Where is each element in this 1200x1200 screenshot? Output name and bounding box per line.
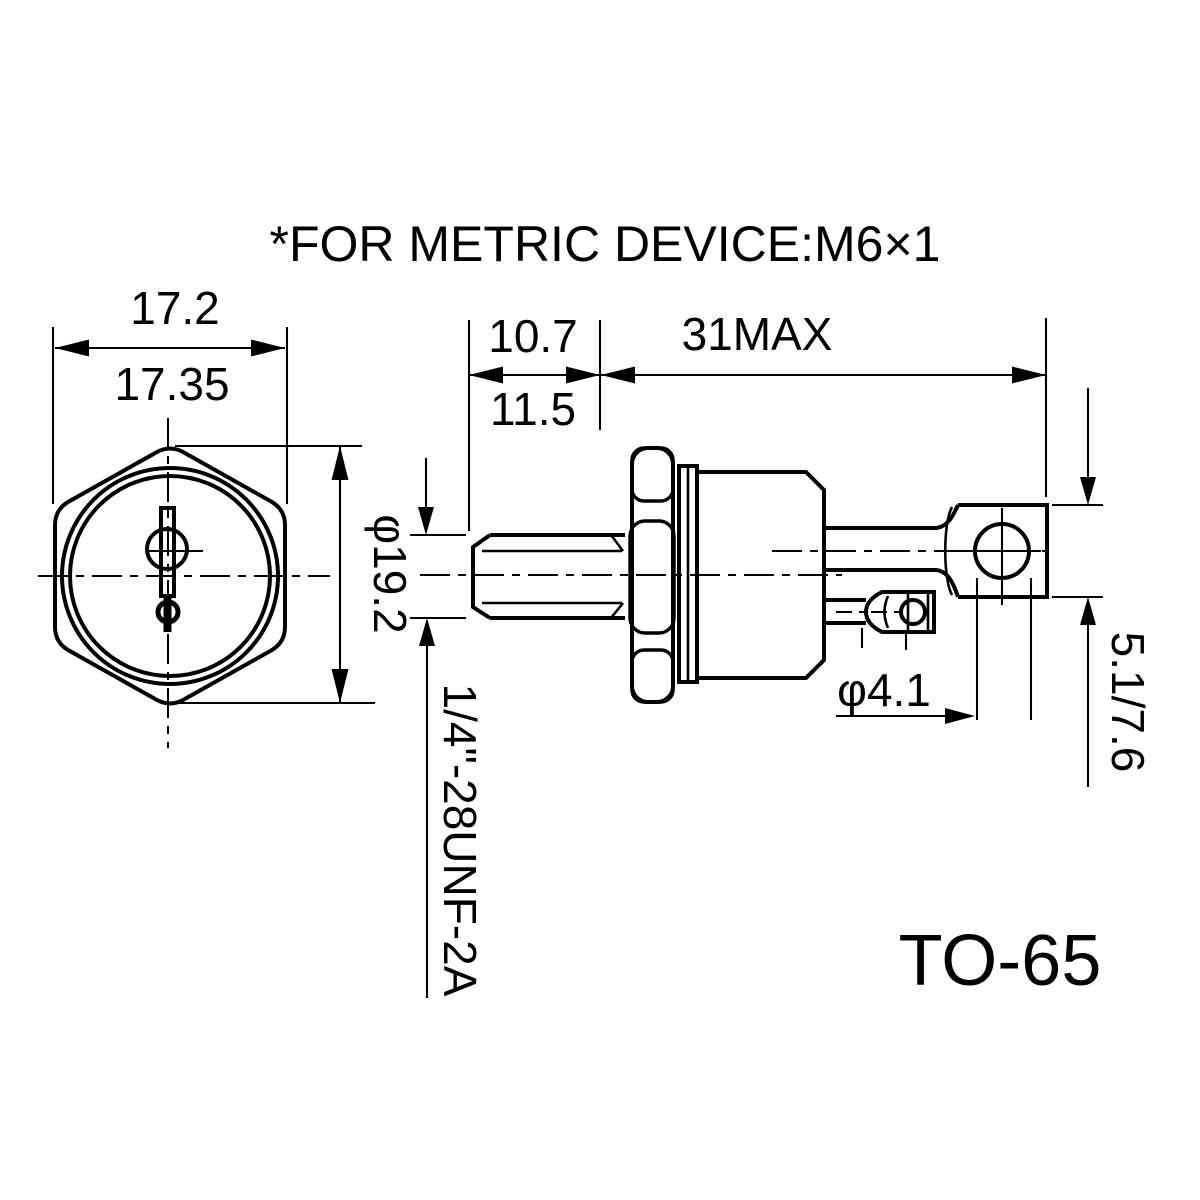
arrowhead-down: [1080, 477, 1096, 505]
dim-lug-hole-diameter: φ4.1: [836, 578, 1033, 724]
arrowhead-right: [945, 708, 975, 724]
side-view: [420, 446, 1049, 704]
hex-side-middle-facet: [628, 519, 676, 635]
hex-side-bottom-facet: [630, 648, 675, 704]
body-outline: [695, 470, 826, 680]
dim-stud-and-overall-length: 10.7 11.5 31MAX: [467, 308, 1048, 531]
arrowhead-down: [418, 507, 434, 535]
dim-label-flange-dia: φ19.2: [364, 514, 416, 633]
dim-label-17-35: 17.35: [114, 358, 229, 410]
metric-note-label: *FOR METRIC DEVICE:M6×1: [270, 216, 941, 272]
arrowhead-left: [469, 366, 503, 384]
thread-spec-label: 1/4"-28UNF-2A: [434, 684, 486, 997]
thread-runout-top: [609, 534, 625, 552]
arrowhead-left: [601, 366, 635, 384]
arrowhead-up: [419, 618, 435, 646]
gate-tab-outline: [863, 590, 936, 634]
dim-label-hole-dia: φ4.1: [837, 664, 931, 716]
arrowhead-up: [331, 446, 349, 480]
hex-side-top-facet: [630, 446, 675, 503]
arrowhead-down: [331, 669, 349, 703]
arrowhead-right: [1012, 366, 1046, 384]
dim-flange-diameter: φ19.2: [173, 444, 416, 705]
front-view: [38, 418, 330, 748]
arrowhead-right: [566, 366, 600, 384]
stud-outline: [471, 533, 625, 620]
lead-wire-bar: [163, 595, 172, 632]
thread-runout-bottom: [609, 602, 625, 619]
dim-lug-height: 5.1/7.6: [1052, 388, 1154, 787]
arrowhead-up: [1080, 597, 1096, 625]
dim-label-10-7: 10.7: [488, 310, 578, 362]
dim-label-11-5: 11.5: [490, 383, 576, 435]
dim-across-flats: 17.2 17.35: [51, 282, 289, 504]
gate-tab-hole: [899, 598, 927, 626]
arrowhead-right: [251, 339, 285, 357]
lug-flare-top: [936, 504, 960, 530]
dim-label-31max: 31MAX: [682, 308, 833, 360]
dim-label-17-2: 17.2: [130, 282, 220, 334]
package-name-label: TO-65: [899, 921, 1102, 1001]
hex-nut-outline: [53, 446, 287, 706]
arrowhead-left: [55, 339, 89, 357]
dim-thread-spec: 1/4"-28UNF-2A: [410, 458, 486, 998]
lug-flare-bottom: [936, 568, 960, 598]
dim-label-lug-height: 5.1/7.6: [1102, 632, 1154, 773]
